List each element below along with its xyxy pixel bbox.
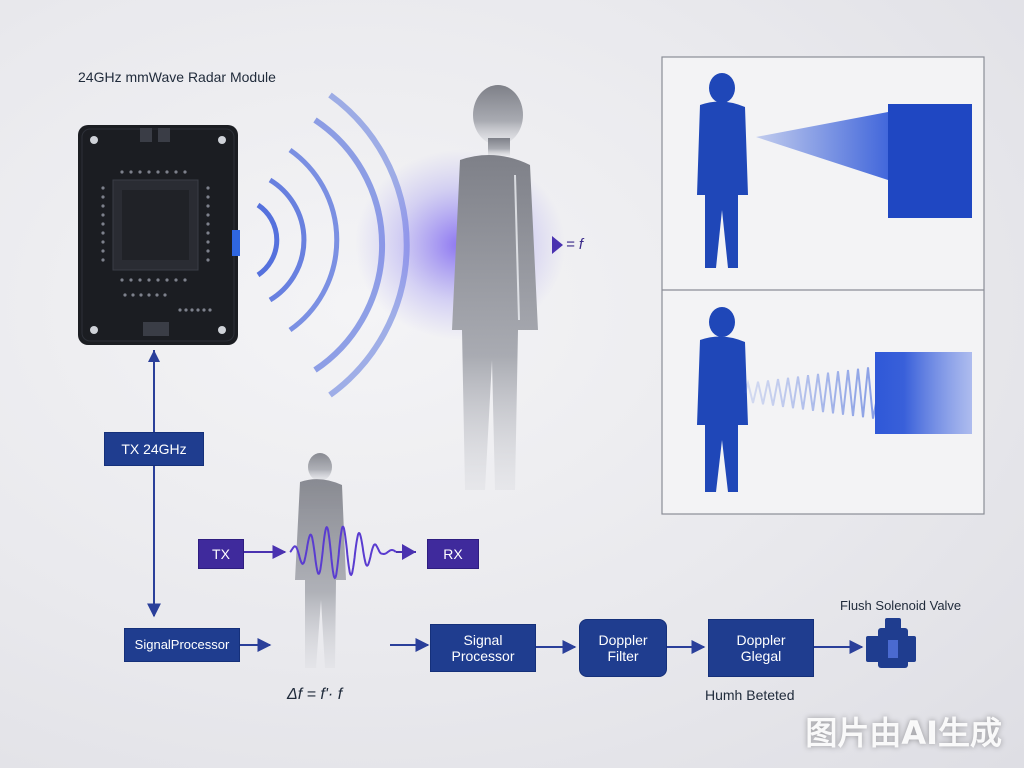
signal-processor-line2: Processor bbox=[451, 648, 515, 664]
person-silhouette-icon bbox=[452, 85, 538, 490]
doppler-signal-wave bbox=[289, 525, 397, 580]
signal-processor-left-box: SignalProcessor bbox=[124, 628, 240, 662]
doppler-filter-line1: Doppler bbox=[598, 631, 648, 648]
doppler-signal-box: Doppler Glegal bbox=[708, 619, 814, 677]
signal-processor-line1: Signal bbox=[463, 631, 503, 648]
doppler-formula: Δf = f'· f bbox=[287, 686, 343, 703]
rx-arrow-head bbox=[402, 544, 416, 560]
vertical-arrow-head-up bbox=[148, 350, 160, 362]
tx-frequency-box: TX 24GHz bbox=[104, 432, 204, 466]
module-title: 24GHz mmWave Radar Module bbox=[78, 69, 276, 85]
person-highlight bbox=[514, 174, 520, 321]
tx-frequency-label: TX 24GHz bbox=[121, 440, 187, 457]
radar-pcb-icon bbox=[78, 125, 240, 345]
tx-box: TX bbox=[198, 539, 244, 569]
doppler-filter-line2: Filter bbox=[607, 648, 639, 664]
beam-cone bbox=[756, 112, 888, 180]
signal-processor-box: Signal Processor bbox=[430, 624, 536, 672]
doppler-filter-box: Doppler Filter bbox=[579, 619, 667, 677]
frequency-marker-icon bbox=[552, 236, 563, 254]
human-detected-label: Humh Beteted bbox=[705, 687, 795, 703]
frequency-label: = f bbox=[566, 236, 584, 253]
watermark: 图片由AI生成 bbox=[805, 714, 1002, 752]
person-silhouette-icon bbox=[295, 453, 346, 668]
person-silhouette-icon bbox=[697, 73, 748, 268]
tx-label: TX bbox=[212, 545, 230, 562]
vibration-wave bbox=[744, 367, 879, 419]
valve-label: Flush Solenoid Valve bbox=[840, 598, 962, 613]
sensor-block-icon bbox=[888, 104, 972, 218]
solenoid-valve-icon bbox=[866, 618, 916, 668]
rx-box: RX bbox=[427, 539, 479, 569]
sensor-block-icon bbox=[875, 352, 972, 434]
doppler-signal-line1: Doppler bbox=[736, 631, 786, 648]
person-silhouette-icon bbox=[697, 307, 748, 492]
doppler-signal-line2: Glegal bbox=[740, 648, 782, 664]
signal-processor-left-label: SignalProcessor bbox=[134, 636, 230, 652]
rx-label: RX bbox=[443, 545, 463, 562]
